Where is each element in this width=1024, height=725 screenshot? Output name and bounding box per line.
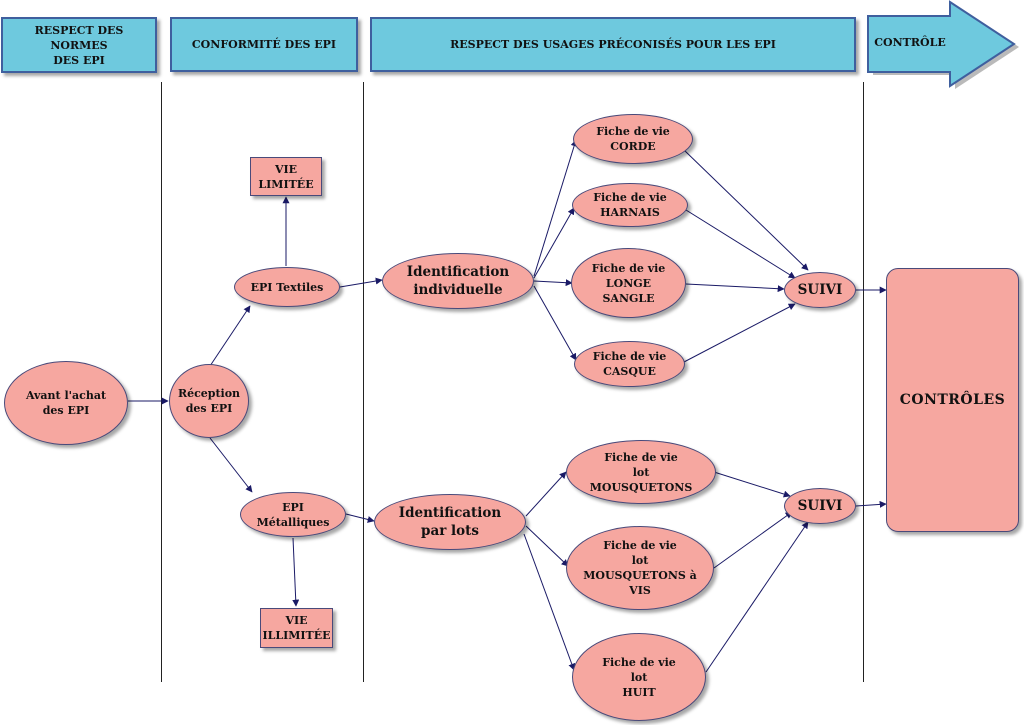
node-fiche-casque: Fiche de vie CASQUE xyxy=(574,341,685,387)
node-fiche-harnais: Fiche de vie HARNAIS xyxy=(572,183,688,227)
arrow-longe-suivi xyxy=(685,283,785,293)
node-fiche-mousquetons-vis: Fiche de vie lot MOUSQUETONS à VIS xyxy=(566,526,714,610)
header-conformite: CONFORMITÉ DES EPI xyxy=(170,17,358,72)
node-identification-individuelle: Identification individuelle xyxy=(382,253,534,309)
node-vie-illimitee: VIE ILLIMITÉE xyxy=(260,608,333,648)
arrow-casque-suivi xyxy=(683,303,796,363)
arrow-mousq-suivi xyxy=(713,471,791,498)
node-controles: CONTRÔLES xyxy=(886,268,1019,532)
arrow-identind-harnais xyxy=(533,207,575,279)
node-vie-limitee: VIE LIMITÉE xyxy=(250,157,322,196)
header-controle-arrow xyxy=(867,0,1019,89)
node-epi-textiles: EPI Textiles xyxy=(234,267,340,307)
arrow-identind-casque xyxy=(533,285,577,361)
arrow-corde-suivi xyxy=(683,149,809,271)
separator-3 xyxy=(863,82,864,682)
arrow-mousqvis-suivi xyxy=(713,511,793,569)
arrow-huit-suivi xyxy=(705,521,809,673)
node-fiche-corde: Fiche de vie CORDE xyxy=(573,114,693,164)
arrow-textiles-identind xyxy=(339,277,383,288)
arrow-identind-corde xyxy=(533,139,578,277)
node-reception: Réception des EPI xyxy=(169,364,249,438)
arrow-identlots-huit xyxy=(523,533,576,671)
header-controle-label: CONTRÔLE xyxy=(874,36,946,49)
node-epi-metalliques: EPI Métalliques xyxy=(240,492,346,537)
arrow-harnais-suivi xyxy=(685,209,796,279)
node-suivi-2: SUIVI xyxy=(784,488,856,524)
node-identification-lots: Identification par lots xyxy=(374,494,526,550)
arrow-reception-textiles xyxy=(209,305,251,367)
node-fiche-longe: Fiche de vie LONGE SANGLE xyxy=(571,248,686,318)
separator-2 xyxy=(363,82,364,682)
arrow-metalliques-identlots xyxy=(345,513,375,523)
separator-1 xyxy=(161,82,162,682)
arrow-metalliques-vieillimitee xyxy=(292,537,300,607)
arrow-identlots-mousqvis xyxy=(525,525,569,567)
arrow-suivi2-controles xyxy=(855,500,887,508)
node-avant-achat: Avant l'achat des EPI xyxy=(4,361,128,445)
node-fiche-mousquetons: Fiche de vie lot MOUSQUETONS xyxy=(566,440,716,504)
node-suivi-1: SUIVI xyxy=(784,272,856,308)
header-respect-usages: RESPECT DES USAGES PRÉCONISÉS POUR LES E… xyxy=(370,17,856,72)
header-respect-normes: RESPECT DES NORMES DES EPI xyxy=(1,17,157,73)
arrow-identlots-mousq xyxy=(525,471,567,517)
arrow-reception-metalliques xyxy=(209,437,253,493)
node-fiche-huit: Fiche de vie lot HUIT xyxy=(572,633,706,721)
arrow-identind-longe xyxy=(533,279,573,287)
